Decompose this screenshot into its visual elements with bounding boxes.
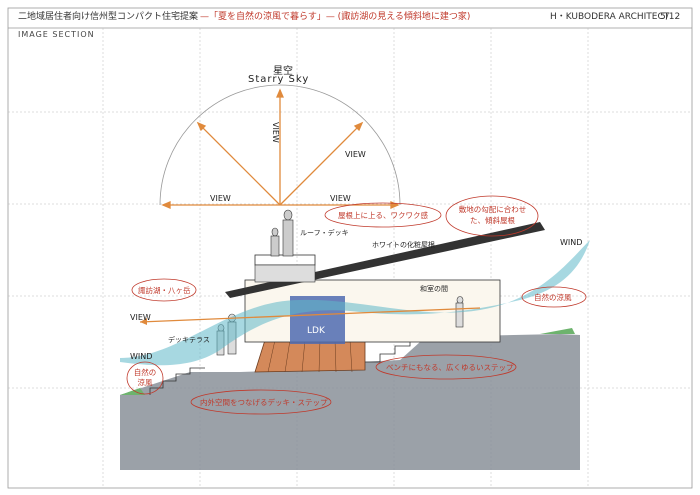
note-breeze-right: 自然の涼風 — [534, 293, 572, 302]
section-label: IMAGE SECTION — [18, 30, 95, 39]
note-breeze-left: 自然の涼風 — [131, 368, 159, 388]
view-label-right: VIEW — [330, 194, 351, 203]
label-ldk: LDK — [307, 326, 325, 336]
label-roof-deck: ルーフ・デッキ — [300, 229, 349, 237]
ground — [120, 334, 580, 470]
left-steps — [149, 367, 205, 395]
note-breeze-left-text: 自然の涼風 — [133, 368, 157, 387]
note-bubbles — [126, 195, 587, 415]
label-japanese-room: 和室の間 — [420, 285, 448, 293]
sky-english: Starry Sky — [248, 74, 310, 85]
roof-deck-rail — [254, 254, 316, 266]
note-lake: 諏訪湖・八ヶ岳 — [138, 286, 191, 295]
header-left-title: 二地域居住者向け信州型コンパクト住宅提案 — [18, 12, 199, 22]
wind-flow — [120, 240, 590, 366]
header-page-number: 5/12 — [660, 12, 681, 22]
note-bench-step: ベンチにもなる、広くゆるいステップ — [386, 363, 514, 372]
deck-boards — [267, 339, 353, 373]
note-slope-roof: 敷地の勾配に合わせた、傾斜屋根 — [455, 204, 530, 226]
sky-kanji: 星空 — [273, 66, 293, 77]
header-center-title: —「夏を自然の涼風で暮らす」— (諏訪湖の見える傾斜地に建つ家) — [200, 12, 471, 22]
view-label-left: VIEW — [210, 194, 231, 203]
view-label-upright: VIEW — [345, 150, 366, 159]
label-ceiling: ホワイトの化粧屋根 — [372, 241, 435, 249]
label-view-left: VIEW — [130, 313, 151, 322]
label-wind-left: WIND — [130, 352, 153, 361]
label-deck-terrace: デッキテラス — [168, 336, 210, 344]
lake-view-arrow — [139, 307, 481, 323]
view-arc — [159, 84, 401, 206]
header-architect: H・KUBODERA ARCHITECT — [550, 12, 670, 22]
view-arrows — [161, 88, 400, 209]
note-slope-roof-text: 敷地の勾配に合わせた、傾斜屋根 — [458, 205, 527, 225]
note-deck-step: 内外空間をつなげるデッキ・ステップ — [200, 398, 328, 407]
note-rooftop: 屋根上に上る、ワクワク感 — [338, 211, 428, 220]
rooftop-people — [270, 209, 294, 257]
view-label-top: VIEW — [271, 122, 280, 143]
label-wind-right: WIND — [560, 238, 583, 247]
grass-right — [540, 328, 575, 334]
